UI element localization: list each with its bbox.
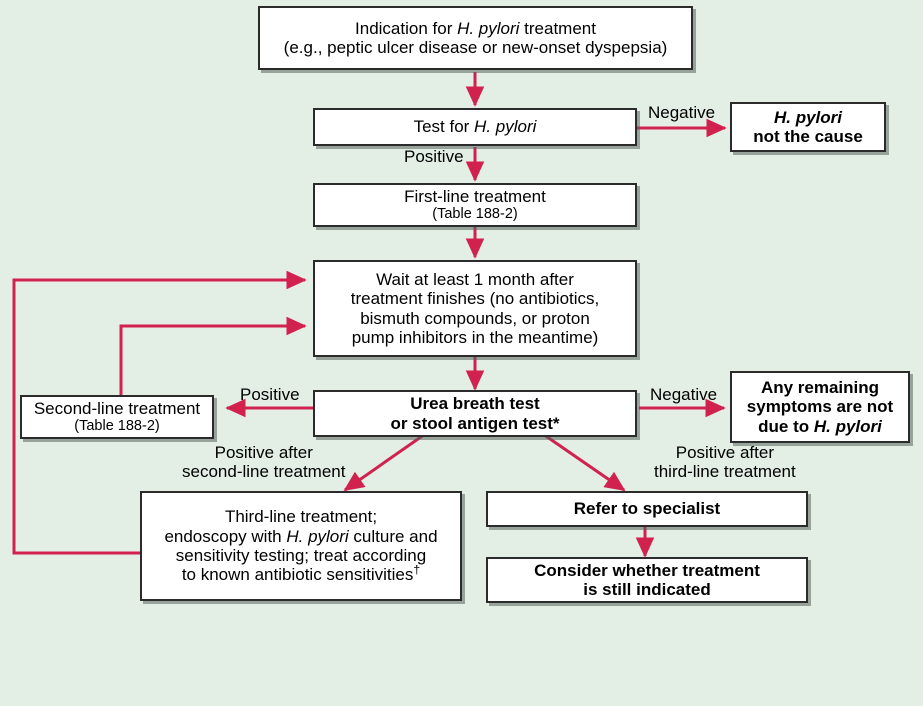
urea-line2: or stool antigen test*	[390, 413, 560, 433]
indication-line1-suffix: treatment	[519, 18, 596, 38]
third-line-line2-suffix: culture and	[348, 526, 438, 546]
second-line-table-ref: (Table 188-2)	[74, 418, 160, 435]
not-cause-line2: not the cause	[753, 127, 863, 146]
indication-line1-organism: H. pylori	[457, 18, 520, 38]
edge-label-test-positive: Positive	[404, 147, 464, 166]
test-line1-prefix: Test for	[413, 117, 475, 137]
wait-line1: Wait at least 1 month after	[376, 269, 574, 289]
wait-line3: bismuth compounds, or proton	[360, 308, 590, 328]
no-symptoms-line3-organism: H. pylori	[813, 416, 882, 436]
node-indication[interactable]: Indication for H. pylori treatment (e.g.…	[258, 6, 693, 70]
node-third-line-treatment[interactable]: Third-line treatment; endoscopy with H. …	[140, 491, 462, 601]
edge-label-urea-negative: Negative	[650, 385, 718, 404]
node-urea-breath-test[interactable]: Urea breath test or stool antigen test*	[313, 390, 637, 437]
third-line-line2-organism: H. pylori	[286, 526, 349, 546]
third-line-line2-prefix: endoscopy with	[164, 526, 287, 546]
test-line1-organism: H. pylori	[474, 117, 537, 137]
edge-label-positive-after-third-line: Positive after third-line treatment	[654, 443, 796, 481]
node-consider-whether-treatment[interactable]: Consider whether treatment is still indi…	[486, 557, 808, 603]
third-line-line1: Third-line treatment;	[224, 507, 378, 527]
node-wait-one-month[interactable]: Wait at least 1 month after treatment fi…	[313, 260, 637, 357]
edge-label-test-negative: Negative	[648, 103, 716, 122]
indication-line1-prefix: Indication for	[355, 18, 458, 38]
first-line-title: First-line treatment	[404, 187, 546, 207]
third-line-dagger-marker: †	[413, 562, 421, 577]
wire-urea-to-refer	[539, 430, 626, 492]
no-symptoms-line3-prefix: due to	[758, 416, 814, 436]
node-not-the-cause[interactable]: H. pylori not the cause	[730, 102, 886, 152]
no-symptoms-line2: symptoms are not	[746, 397, 894, 417]
first-line-table-ref: (Table 188-2)	[432, 206, 518, 223]
node-first-line-treatment[interactable]: First-line treatment (Table 188-2)	[313, 183, 637, 227]
wait-line4: pump inhibitors in the meantime)	[351, 327, 599, 347]
wait-line2: treatment finishes (no antibiotics,	[350, 289, 600, 309]
node-no-remaining-symptoms[interactable]: Any remaining symptoms are not due to H.…	[730, 371, 910, 443]
edge-label-urea-positive: Positive	[240, 385, 300, 404]
node-refer-to-specialist[interactable]: Refer to specialist	[486, 491, 808, 527]
indication-line2: (e.g., peptic ulcer disease or new-onset…	[283, 38, 668, 57]
consider-line1: Consider whether treatment	[534, 560, 760, 580]
no-symptoms-line1: Any remaining	[760, 377, 880, 397]
not-cause-line1: H. pylori	[773, 107, 842, 127]
second-line-title: Second-line treatment	[33, 399, 201, 419]
node-second-line-treatment[interactable]: Second-line treatment (Table 188-2)	[20, 395, 214, 439]
urea-line1: Urea breath test	[410, 394, 540, 414]
node-test-for-h-pylori[interactable]: Test for H. pylori	[313, 108, 637, 146]
edge-label-positive-after-second-line: Positive after second-line treatment	[182, 443, 346, 481]
wire-urea-to-third-line	[343, 430, 429, 492]
third-line-line3: sensitivity testing; treat according	[175, 546, 427, 565]
consider-line2: is still indicated	[583, 580, 711, 599]
third-line-line4: to known antibiotic sensitivities	[181, 565, 414, 585]
refer-line1: Refer to specialist	[573, 499, 721, 519]
